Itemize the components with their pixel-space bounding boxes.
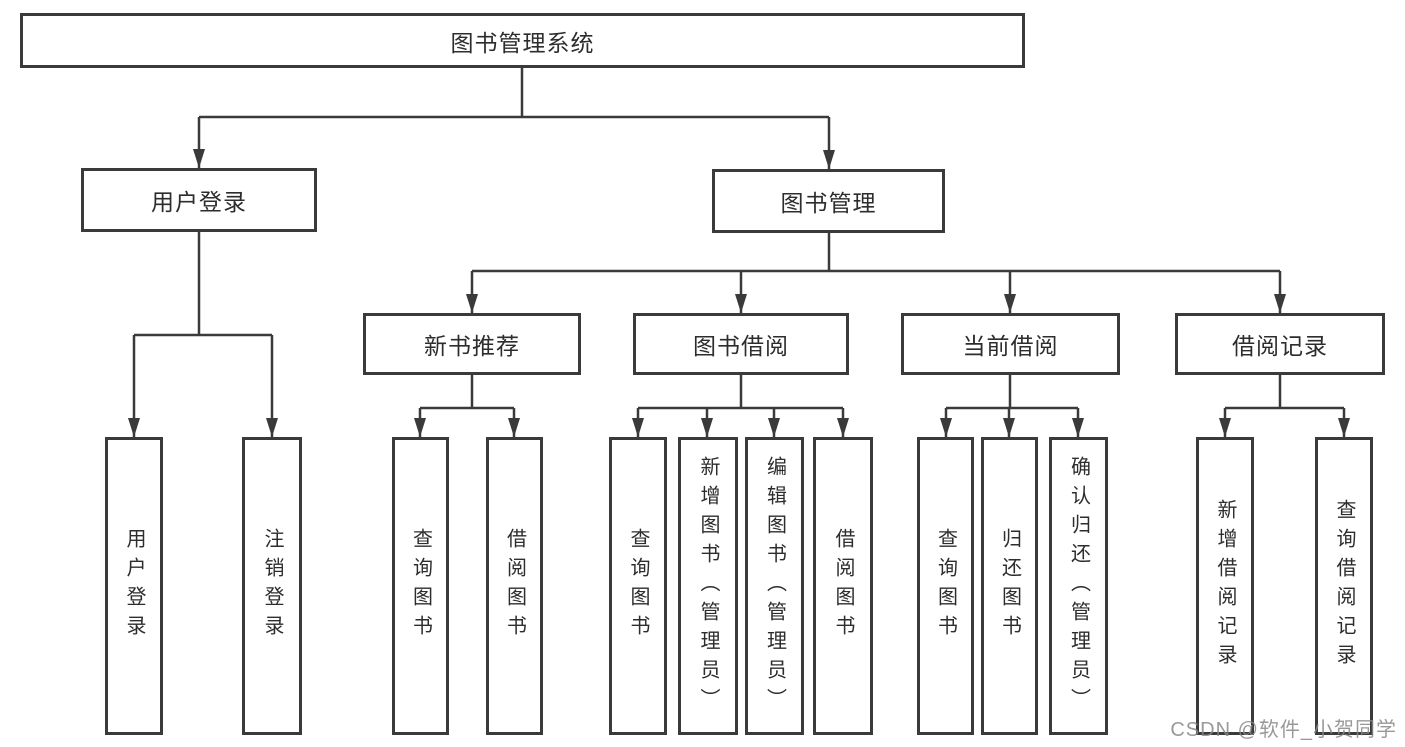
leaf-user-login: 用户登录 (105, 437, 163, 735)
csdn-watermark: CSDN @软件_小贺同学 (1170, 719, 1397, 741)
leaf-logout: 注销登录 (242, 437, 302, 735)
leaf-return-books: 归还图书 (981, 437, 1038, 735)
leaf-borrow-books-recommend-label: 借阅图书 (503, 528, 526, 644)
edge-currentborrow-to-leaves (944, 375, 1080, 437)
leaf-query-books-recommend-label: 查询图书 (409, 528, 432, 644)
arrowheads (128, 149, 1350, 437)
leaf-confirm-return-admin: 确认归还（管理员） (1049, 437, 1108, 735)
leaf-add-books-admin: 新增图书（管理员） (678, 437, 738, 735)
leaf-add-borrow-record-label: 新增借阅记录 (1214, 499, 1236, 673)
leaf-query-books-current-label: 查询图书 (934, 528, 957, 644)
node-book-borrow: 图书借阅 (633, 313, 849, 375)
leaf-query-borrow-record: 查询借阅记录 (1315, 437, 1373, 735)
leaf-add-borrow-record: 新增借阅记录 (1196, 437, 1254, 735)
node-borrow-records: 借阅记录 (1175, 313, 1385, 375)
leaf-query-borrow-record-label: 查询借阅记录 (1333, 499, 1355, 673)
edge-newbook-to-leaves (418, 375, 516, 437)
node-user-login-label: 用户登录 (151, 189, 247, 215)
node-book-borrow-label: 图书借阅 (693, 333, 789, 359)
node-library-system: 图书管理系统 (20, 13, 1025, 68)
node-new-book-recommend: 新书推荐 (363, 313, 581, 375)
leaf-borrow-books: 借阅图书 (813, 437, 873, 735)
node-book-management: 图书管理 (712, 169, 945, 233)
edge-borrowrecord-to-leaves (1223, 375, 1346, 437)
leaf-logout-label: 注销登录 (261, 528, 283, 644)
node-library-system-label: 图书管理系统 (450, 29, 595, 56)
leaf-confirm-return-admin-label: 确认归还（管理员） (1067, 455, 1090, 717)
leaf-edit-books-admin-label: 编辑图书（管理员） (763, 455, 786, 717)
leaf-query-books-recommend: 查询图书 (392, 437, 449, 735)
edge-bookmgmt-to-level3 (470, 233, 1282, 313)
node-user-login: 用户登录 (81, 168, 317, 232)
leaf-borrow-books-recommend: 借阅图书 (486, 437, 543, 735)
leaf-borrow-books-label: 借阅图书 (832, 528, 854, 644)
node-book-management-label: 图书管理 (780, 190, 877, 216)
node-new-book-recommend-label: 新书推荐 (424, 333, 520, 359)
leaf-query-books-borrow-label: 查询图书 (627, 528, 649, 644)
leaf-user-login-label: 用户登录 (123, 528, 145, 644)
node-borrow-records-label: 借阅记录 (1232, 333, 1328, 359)
edge-root-to-level2 (197, 68, 831, 169)
edge-userlogin-to-leaves (132, 232, 274, 437)
leaf-query-books-current: 查询图书 (917, 437, 974, 735)
leaf-return-books-label: 归还图书 (998, 528, 1021, 644)
edge-bookborrow-to-leaves (636, 375, 845, 437)
leaf-add-books-admin-label: 新增图书（管理员） (697, 455, 719, 717)
node-current-borrow: 当前借阅 (901, 313, 1120, 375)
leaf-query-books-borrow: 查询图书 (609, 437, 667, 735)
node-current-borrow-label: 当前借阅 (962, 333, 1059, 359)
leaf-edit-books-admin: 编辑图书（管理员） (745, 437, 804, 735)
